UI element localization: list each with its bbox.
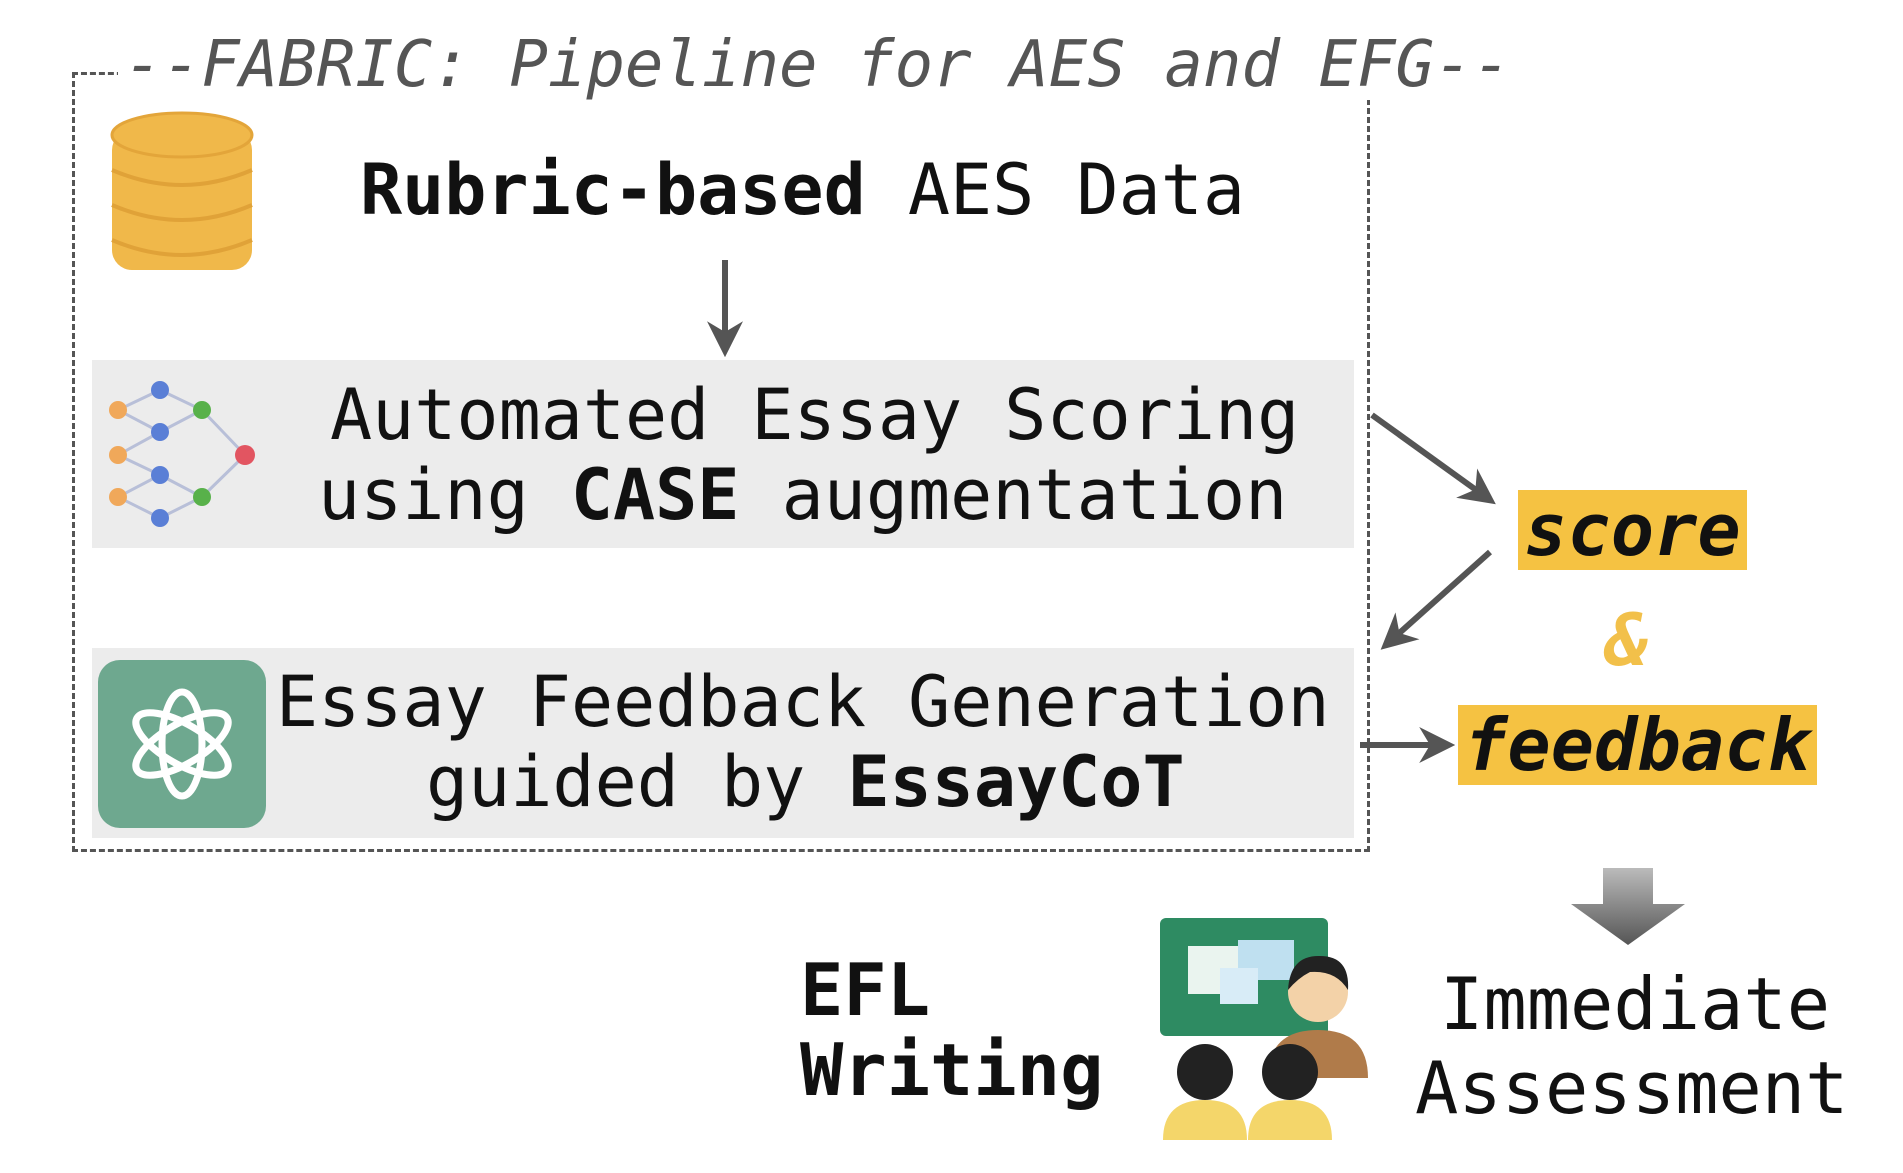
data-source-bold: Rubric-based: [360, 149, 866, 231]
writing-label: Writing: [800, 1028, 1104, 1112]
arrow-aes-to-score: [1370, 412, 1496, 505]
openai-logo-icon: [98, 660, 266, 828]
aes-line2-post: augmentation: [739, 454, 1288, 536]
data-source-rest: AES Data: [865, 149, 1246, 231]
arrow-to-assessment: [1571, 868, 1685, 945]
aes-case-label: CASE: [570, 454, 740, 536]
efg-title-line2: guided by EssayCoT: [426, 742, 1185, 822]
data-source-label: Rubric-based AES Data: [360, 150, 1245, 230]
ampersand: &: [1605, 598, 1649, 682]
efg-line2-pre: guided by: [426, 741, 848, 823]
efg-panel: [92, 648, 1354, 838]
pipeline-title: --FABRIC: Pipeline for AES and EFG--: [118, 30, 1518, 100]
database-icon: [110, 111, 254, 270]
arrow-score-to-efg: [1380, 549, 1492, 650]
neural-network-icon: [109, 381, 255, 527]
assessment-label: Assessment: [1415, 1046, 1849, 1130]
immediate-label: Immediate: [1440, 962, 1831, 1046]
efg-title-line1: Essay Feedback Generation: [276, 661, 1330, 743]
classroom-teacher-icon: [1160, 918, 1368, 1140]
feedback-highlight: feedback: [1458, 705, 1817, 785]
aes-panel: [92, 360, 1354, 548]
efg-essaycot-label: EssayCoT: [847, 741, 1185, 823]
efl-label: EFL: [800, 948, 931, 1032]
aes-title-line1: Automated Essay Scoring: [330, 374, 1300, 456]
aes-title-line2: using CASE augmentation: [318, 455, 1287, 535]
score-highlight: score: [1518, 490, 1747, 570]
aes-line2-pre: using: [318, 454, 571, 536]
